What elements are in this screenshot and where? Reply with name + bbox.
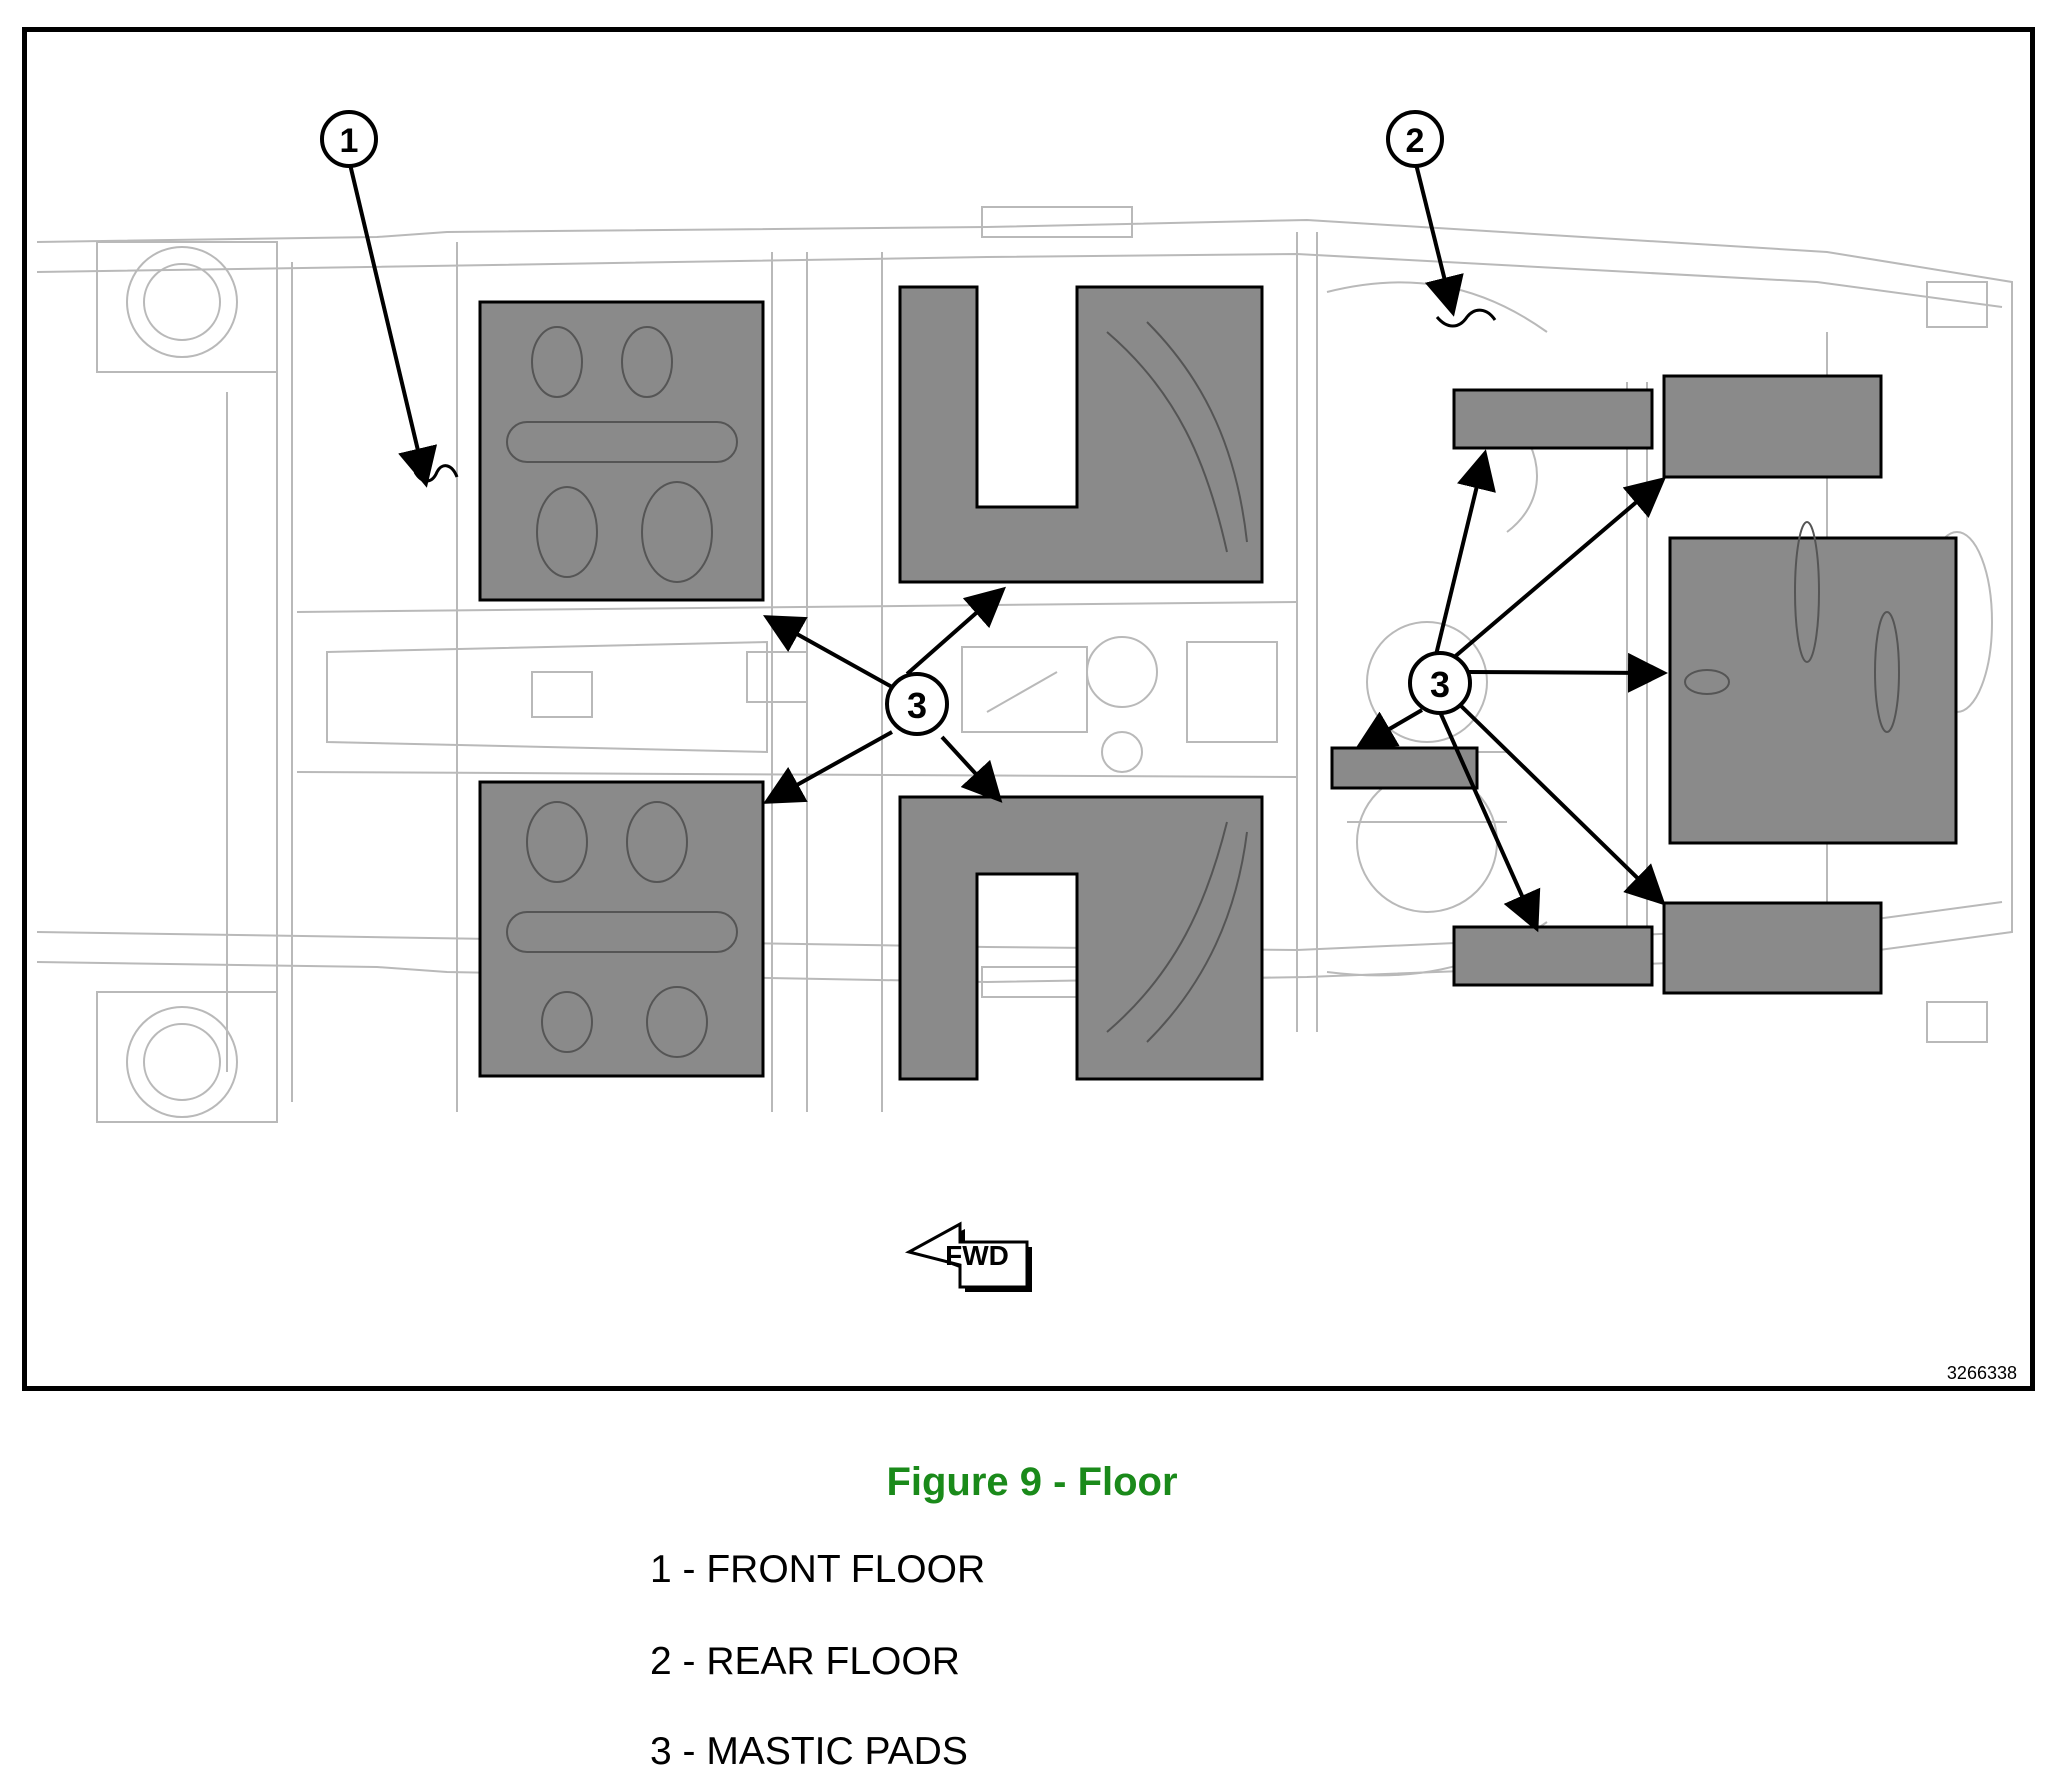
callout-1: 1 <box>320 110 378 168</box>
mastic-pad-front-left-lower <box>478 780 765 1078</box>
figure-number: 3266338 <box>1947 1363 2017 1383</box>
legend-item-rear-floor: 2 - REAR FLOOR <box>650 1640 960 1683</box>
mastic-pads <box>478 285 1958 1081</box>
mastic-pad-rear-seat-upper <box>898 285 1264 584</box>
mastic-pad-rear-strip-5 <box>1662 901 1883 995</box>
mastic-pad-rear-seat-lower <box>898 795 1264 1081</box>
mastic-pad-rear-strip-1 <box>1452 388 1654 450</box>
section-squiggles <box>413 308 1497 483</box>
floor-diagram: 1 2 3 3 FWD 3266338 <box>36 110 2017 1383</box>
fwd-arrow: FWD <box>904 1221 1032 1292</box>
mastic-pad-rear-strip-4 <box>1452 925 1654 987</box>
callout-2-label: 2 <box>1406 122 1425 160</box>
figure-frame: 1 2 3 3 FWD 3266338 <box>22 27 2035 1391</box>
legend-item-mastic-pads: 3 - MASTIC PADS <box>650 1730 968 1773</box>
fwd-label: FWD <box>945 1240 1009 1271</box>
mastic-pad-rear-strip-3 <box>1330 746 1479 790</box>
callout-1-label: 1 <box>340 122 359 160</box>
callout-3-rear: 3 <box>1408 651 1472 715</box>
mastic-pad-front-left-upper <box>478 300 765 602</box>
leader-lines <box>347 159 1668 933</box>
mastic-pad-rear-large <box>1668 536 1958 845</box>
callout-3-front-label: 3 <box>907 685 927 726</box>
pad-detail <box>506 321 1900 1058</box>
callout-3-front: 3 <box>885 672 949 736</box>
mastic-pad-rear-strip-2 <box>1662 374 1883 479</box>
legend-item-front-floor: 1 - FRONT FLOOR <box>650 1548 986 1591</box>
figure-caption: Figure 9 - Floor <box>886 1460 1178 1504</box>
callout-2: 2 <box>1386 110 1444 168</box>
callout-3-rear-label: 3 <box>1430 664 1450 705</box>
